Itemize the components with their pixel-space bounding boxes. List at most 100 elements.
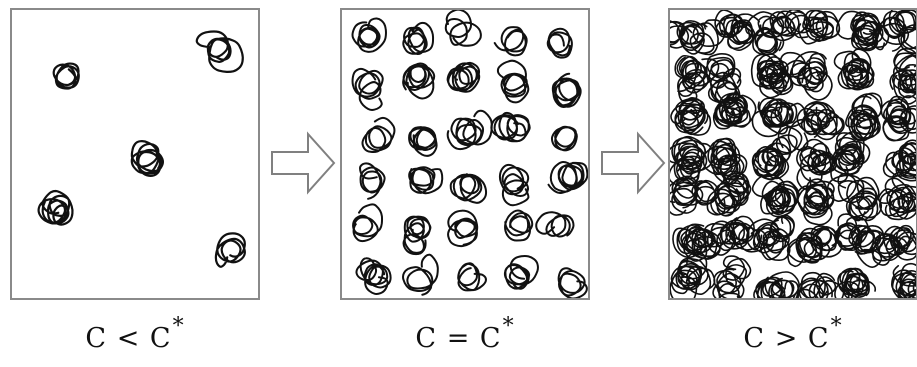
polymer-chain — [810, 225, 843, 258]
polymer-chain — [359, 162, 386, 200]
polymer-chain — [447, 209, 479, 248]
polymer-chain — [891, 171, 916, 220]
polymer-chain — [130, 140, 165, 177]
polymer-chain — [766, 180, 800, 214]
polymer-chain — [361, 116, 396, 154]
polymer-chain — [670, 104, 712, 136]
polymer-chain — [446, 109, 493, 151]
polymer-chain — [810, 108, 845, 141]
polymer-chain — [845, 105, 881, 139]
polymer-chain — [551, 72, 582, 108]
polymer-chain — [557, 267, 588, 298]
polymer-chain — [674, 54, 720, 87]
polymer-chain — [214, 232, 246, 268]
polymer-chain — [841, 267, 870, 297]
polymer-chain — [797, 271, 833, 298]
polymer-chain — [712, 97, 743, 130]
polymer-chain — [670, 175, 699, 209]
polymer-chain — [705, 53, 736, 89]
polymer-chain — [444, 10, 482, 47]
polymer-chain — [892, 48, 916, 86]
chains-semidilute — [670, 10, 916, 298]
polymer-chain — [722, 255, 752, 288]
polymer-chain — [670, 265, 703, 298]
polymer-chain — [846, 216, 875, 255]
polymer-chain — [725, 19, 754, 52]
polymer-chain — [402, 215, 432, 256]
panel-dilute — [10, 8, 260, 300]
polymer-chain — [702, 137, 738, 177]
polymer-chain — [784, 10, 812, 39]
polymer-chain — [756, 150, 790, 180]
polymer-chain — [830, 145, 865, 183]
polymer-chain — [719, 219, 750, 250]
label-dilute: C < C* — [85, 314, 185, 354]
polymer-chain — [691, 179, 720, 206]
polymer-chain — [717, 170, 752, 209]
polymer-chain — [798, 10, 841, 45]
polymer-chain — [535, 211, 575, 238]
polymer-chain — [546, 27, 573, 59]
polymer-chain — [355, 257, 392, 296]
polymer-chain — [402, 62, 436, 100]
polymer-chain — [751, 98, 791, 138]
polymer-chain — [764, 276, 800, 298]
polymer-chain — [408, 166, 444, 195]
polymer-chain — [706, 188, 738, 217]
polymer-chain — [761, 126, 803, 167]
polymer-chain — [885, 226, 912, 256]
polymer-chain — [402, 253, 439, 296]
polymer-chain — [850, 12, 890, 49]
polymer-chain — [882, 146, 916, 178]
polymer-chain — [769, 10, 800, 42]
polymer-chain — [547, 160, 588, 194]
polymer-chain — [898, 139, 916, 172]
polymer-chain — [352, 203, 384, 243]
polymer-chain — [846, 176, 880, 211]
polymer-chain — [753, 277, 786, 298]
polymer-chain — [769, 214, 795, 243]
chains-dilute — [37, 30, 246, 268]
polymer-chain — [457, 262, 487, 292]
label-overlap: C = C* — [415, 314, 515, 354]
polymer-chain — [351, 67, 384, 111]
arrow-right-icon — [601, 131, 666, 195]
polymer-chain — [713, 268, 745, 298]
polymer-chain — [813, 272, 850, 298]
polymer-chain — [498, 163, 530, 207]
polymer-chain — [746, 218, 781, 254]
polymer-chain — [493, 26, 528, 57]
arrow-right-icon — [271, 131, 336, 195]
polymer-chain — [837, 267, 870, 298]
polymer-chain — [677, 71, 711, 105]
polymer-chain — [796, 185, 833, 226]
panel-overlap — [340, 8, 590, 300]
polymer-chain — [882, 108, 916, 142]
polymer-chain — [833, 213, 863, 252]
polymer-chain — [888, 10, 916, 36]
polymer-chain — [703, 220, 737, 256]
polymer-chain — [752, 26, 785, 56]
polymer-chain — [797, 52, 828, 91]
polymer-chain — [195, 30, 244, 74]
polymer-chain — [676, 20, 708, 55]
polymer-chain — [833, 50, 869, 81]
polymer-chain — [408, 126, 438, 157]
polymer-chain — [446, 61, 481, 93]
polymer-chain — [503, 255, 539, 290]
polymer-chain — [449, 173, 488, 204]
polymer-chain — [402, 21, 435, 55]
chains-overlap — [351, 10, 588, 298]
polymer-chain — [834, 132, 871, 172]
polymer-chain — [496, 59, 530, 104]
polymer-chain — [889, 63, 916, 94]
polymer-chain — [490, 111, 531, 143]
polymer-chain — [37, 189, 74, 226]
polymer-chain — [504, 209, 534, 242]
polymer-chain — [832, 131, 865, 172]
panel-semidilute — [668, 8, 917, 300]
polymer-chain — [52, 62, 80, 90]
polymer-chain — [550, 125, 578, 152]
label-semidilute: C > C* — [743, 314, 843, 354]
polymer-chain — [799, 138, 834, 174]
